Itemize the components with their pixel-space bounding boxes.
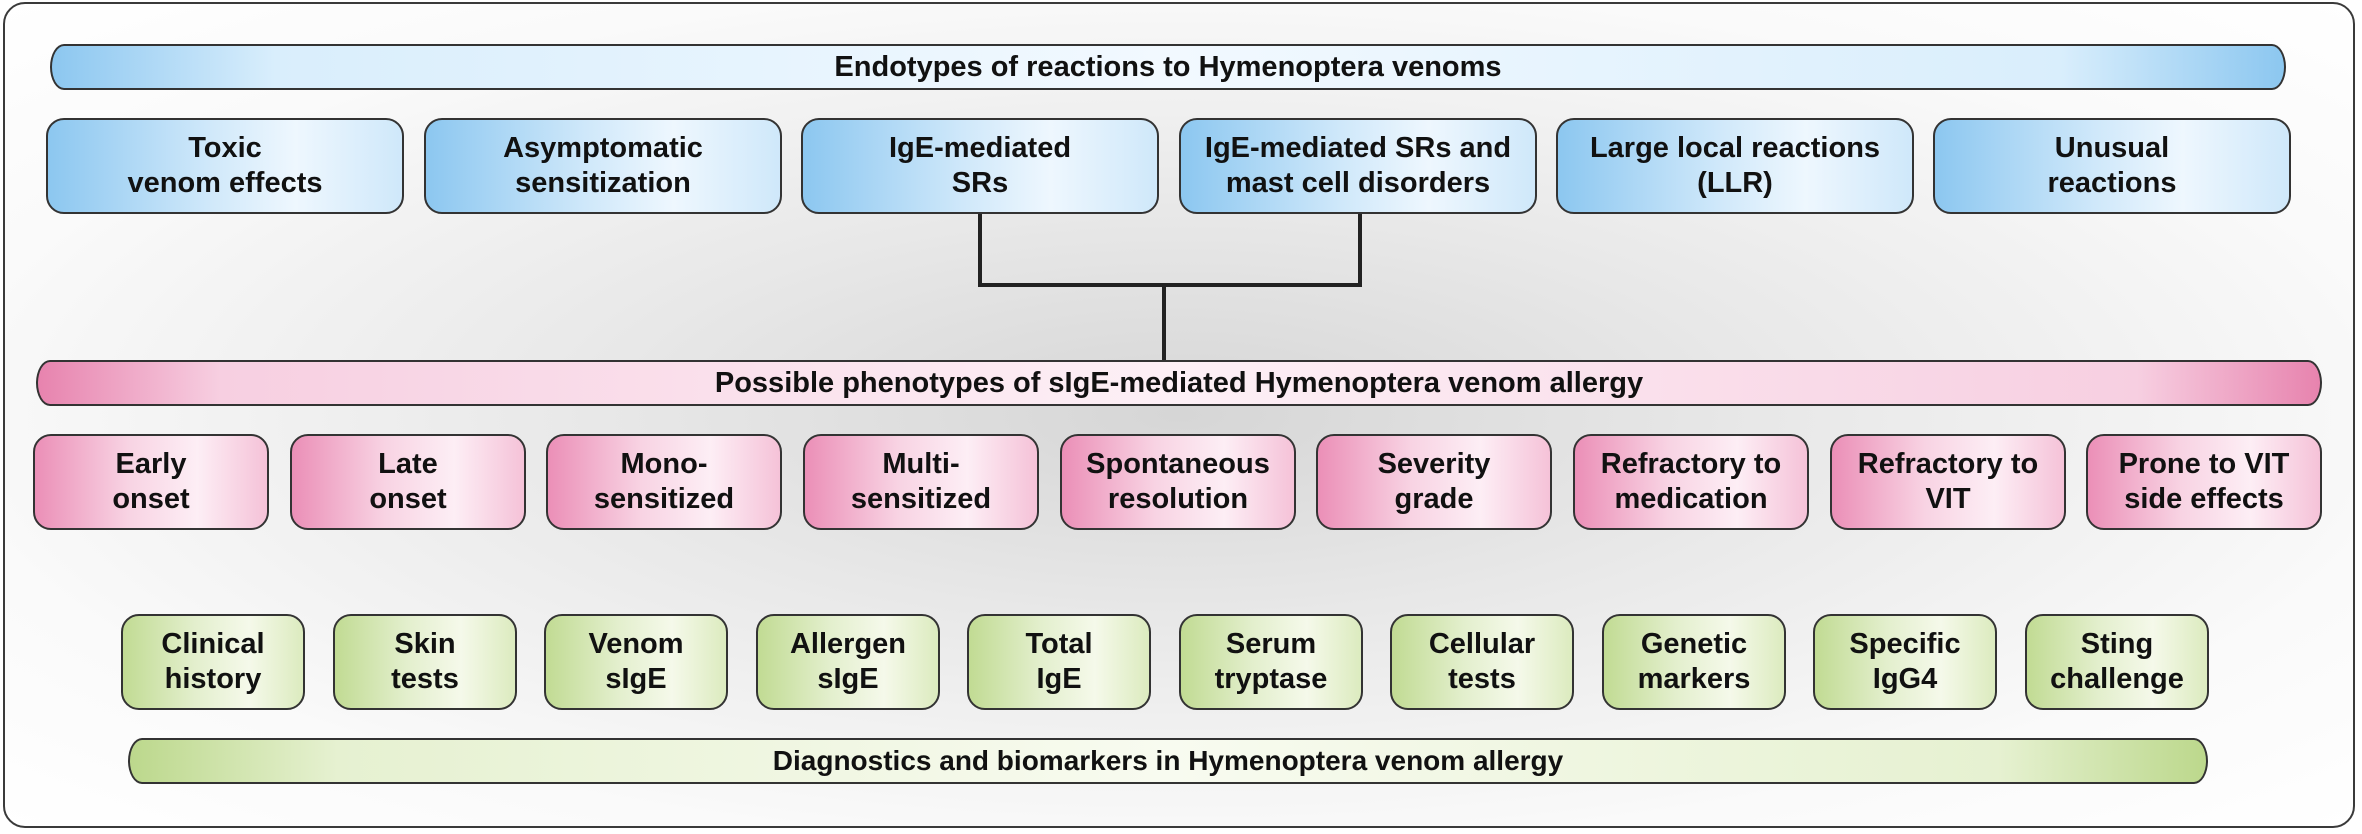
diagnostic-total-ige: Total IgE: [967, 614, 1151, 710]
diagnostic-allergen-sige: Allergen sIgE: [756, 614, 940, 710]
phenotypes-title-banner: Possible phenotypes of sIgE-mediated Hym…: [36, 360, 2322, 406]
diagnostic-serum-tryptase: Serum tryptase: [1179, 614, 1363, 710]
phenotype-spontaneous-resolution: Spontaneous resolution: [1060, 434, 1296, 530]
diagnostic-venom-sige: Venom sIgE: [544, 614, 728, 710]
diagnostic-specific-igg4: Specific IgG4: [1813, 614, 1997, 710]
endotype-ige-mediated-srs: IgE-mediated SRs: [801, 118, 1159, 214]
endotype-large-local-reactions: Large local reactions (LLR): [1556, 118, 1914, 214]
endotype-ige-srs-mast-cell: IgE-mediated SRs and mast cell disorders: [1179, 118, 1537, 214]
phenotype-prone-vit-side-effects: Prone to VIT side effects: [2086, 434, 2322, 530]
diagnostic-clinical-history: Clinical history: [121, 614, 305, 710]
endotypes-title-banner: Endotypes of reactions to Hymenoptera ve…: [50, 44, 2286, 90]
diagnostic-skin-tests: Skin tests: [333, 614, 517, 710]
phenotype-late-onset: Late onset: [290, 434, 526, 530]
phenotype-refractory-medication: Refractory to medication: [1573, 434, 1809, 530]
phenotype-refractory-vit: Refractory to VIT: [1830, 434, 2066, 530]
phenotype-early-onset: Early onset: [33, 434, 269, 530]
diagnostic-sting-challenge: Sting challenge: [2025, 614, 2209, 710]
phenotype-mono-sensitized: Mono- sensitized: [546, 434, 782, 530]
diagnostic-cellular-tests: Cellular tests: [1390, 614, 1574, 710]
endotype-toxic-venom-effects: Toxic venom effects: [46, 118, 404, 214]
diagnostic-genetic-markers: Genetic markers: [1602, 614, 1786, 710]
phenotype-severity-grade: Severity grade: [1316, 434, 1552, 530]
phenotype-multi-sensitized: Multi- sensitized: [803, 434, 1039, 530]
endotype-unusual-reactions: Unusual reactions: [1933, 118, 2291, 214]
diagnostics-title-banner: Diagnostics and biomarkers in Hymenopter…: [128, 738, 2208, 784]
endotype-asymptomatic-sensitization: Asymptomatic sensitization: [424, 118, 782, 214]
